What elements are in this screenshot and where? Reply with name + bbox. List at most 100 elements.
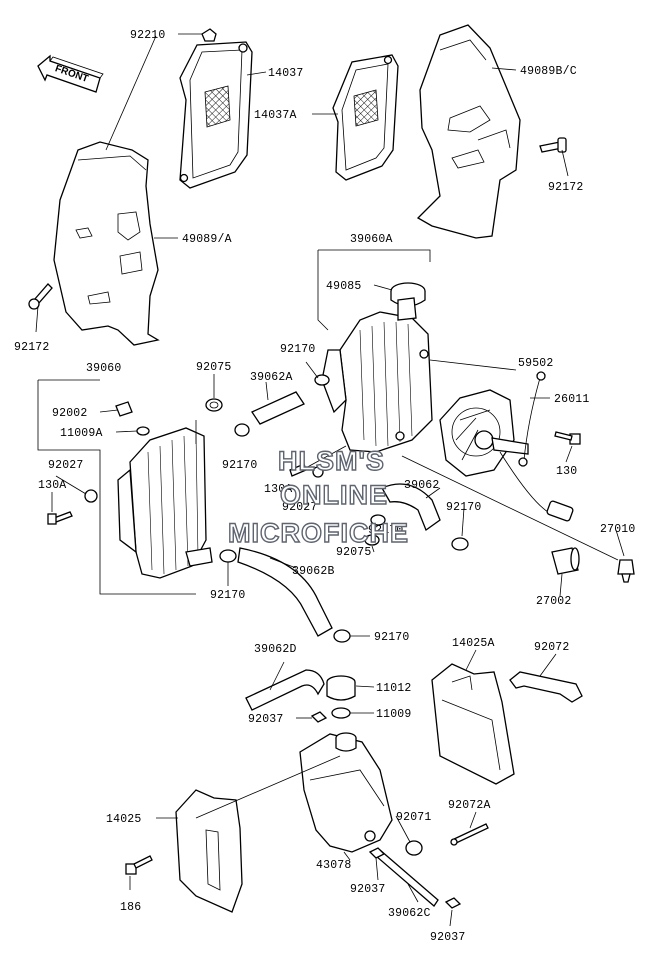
hose-39062D — [245, 669, 325, 711]
hose-39062A — [251, 391, 305, 425]
collar-92027-a — [84, 489, 98, 503]
watermark-line2: ONLINE — [280, 480, 388, 510]
label-39062B[interactable]: 39062B — [292, 565, 335, 578]
cooling-fan-59502 — [439, 389, 574, 522]
radiator-guard-49089BC — [416, 24, 521, 239]
reservoir-cover-14025 — [175, 789, 243, 913]
radiator-39060A — [321, 297, 433, 453]
label-39062[interactable]: 39062 — [404, 479, 440, 492]
label-14037A[interactable]: 14037A — [254, 109, 297, 122]
screw-92172-upper — [539, 137, 567, 153]
label-92037-b[interactable]: 92037 — [350, 883, 386, 896]
label-39062A[interactable]: 39062A — [250, 371, 293, 384]
label-92027-a[interactable]: 92027 — [48, 459, 84, 472]
radiator-shroud-14037A — [332, 54, 399, 181]
label-11009A[interactable]: 11009A — [60, 427, 103, 440]
label-49089A[interactable]: 49089/A — [182, 233, 232, 246]
grommet-92075-b — [364, 534, 380, 546]
label-92170-e[interactable]: 92170 — [210, 589, 246, 602]
strap-92072A — [450, 823, 489, 846]
label-92170-d[interactable]: 92170 — [368, 524, 404, 537]
label-39060A[interactable]: 39060A — [350, 233, 393, 246]
label-92027-b[interactable]: 92027 — [282, 501, 318, 514]
hose-clamp-92170-c — [451, 537, 469, 551]
label-92071[interactable]: 92071 — [396, 811, 432, 824]
hose-39062 — [381, 483, 441, 532]
radiator-39060 — [117, 427, 213, 579]
clip-92037-a — [310, 711, 328, 723]
label-27002[interactable]: 27002 — [536, 595, 572, 608]
label-92172-upper[interactable]: 92172 — [548, 181, 584, 194]
watermark: HLSM'S ONLINE MICROFICHE — [227, 445, 409, 548]
watermark-line1: HLSM'S — [278, 446, 385, 476]
label-92170-f[interactable]: 92170 — [374, 631, 410, 644]
label-92075-a[interactable]: 92075 — [196, 361, 232, 374]
leader-lines — [35, 33, 625, 927]
grommet-92071 — [405, 840, 423, 856]
watermark-line3: MICROFICHE — [228, 518, 409, 548]
label-130A-a[interactable]: 130A — [38, 479, 66, 492]
collar-92027-b — [312, 466, 324, 478]
group-bracket-39060A-side — [317, 250, 329, 331]
clip-92037-c — [444, 897, 462, 909]
reservoir-cover-14025A — [431, 663, 515, 785]
clip-92037-b — [368, 847, 386, 859]
label-27010[interactable]: 27010 — [600, 523, 636, 536]
bolt-130A-a — [47, 511, 73, 525]
label-59502[interactable]: 59502 — [518, 357, 554, 370]
drain-plug-92002 — [115, 401, 133, 417]
label-11012[interactable]: 11012 — [376, 682, 412, 695]
reserve-tank-43078 — [299, 732, 393, 853]
label-130A-b[interactable]: 130A — [264, 483, 292, 496]
label-92037-c[interactable]: 92037 — [430, 931, 466, 944]
hose-clamp-92170-a — [314, 374, 330, 386]
label-92170-a[interactable]: 92170 — [280, 343, 316, 356]
clip-92210 — [201, 28, 217, 42]
group-bracket-39060A — [318, 249, 431, 262]
label-14025[interactable]: 14025 — [106, 813, 142, 826]
label-49089BC[interactable]: 49089B/C — [520, 65, 577, 78]
group-bracket-39060 — [37, 380, 196, 595]
hose-clamp-92170-e — [219, 549, 237, 563]
label-26011[interactable]: 26011 — [554, 393, 590, 406]
label-92170-c[interactable]: 92170 — [446, 501, 482, 514]
bolt-130 — [554, 431, 581, 445]
label-92210[interactable]: 92210 — [130, 29, 166, 42]
label-92170-b[interactable]: 92170 — [222, 459, 258, 472]
label-11009[interactable]: 11009 — [376, 708, 412, 721]
bracket-92072 — [509, 671, 583, 703]
label-92002[interactable]: 92002 — [52, 407, 88, 420]
grommet-92075-a — [205, 398, 223, 412]
gasket-11009 — [331, 707, 351, 719]
screw-92172-lower — [28, 283, 53, 310]
reservoir-cap-11012 — [326, 675, 356, 701]
label-92172-lower[interactable]: 92172 — [14, 341, 50, 354]
label-130[interactable]: 130 — [556, 465, 577, 478]
radiator-shroud-14037 — [179, 41, 253, 189]
label-92072[interactable]: 92072 — [534, 641, 570, 654]
label-92072A[interactable]: 92072A — [448, 799, 491, 812]
front-direction-arrow-icon: FRONT — [37, 54, 104, 93]
hose-clamp-92170-b — [234, 423, 250, 437]
label-186[interactable]: 186 — [120, 901, 141, 914]
tube-39062C — [375, 849, 439, 907]
label-92037-a[interactable]: 92037 — [248, 713, 284, 726]
washer-11009A — [136, 426, 150, 436]
fitting-27002 — [551, 547, 580, 575]
hose-clamp-92170-f — [333, 629, 351, 643]
hose-39062B — [237, 547, 333, 637]
label-92075-b[interactable]: 92075 — [336, 546, 372, 559]
label-39060[interactable]: 39060 — [86, 362, 122, 375]
label-39062D[interactable]: 39062D — [254, 643, 297, 656]
label-14037[interactable]: 14037 — [268, 67, 304, 80]
bolt-130A-b — [289, 463, 307, 477]
wire-26011 — [518, 371, 546, 467]
bolt-186 — [125, 855, 153, 875]
part-number-labels: 92210 14037 14037A 49089B/C 92172 49089/… — [14, 29, 636, 944]
label-14025A[interactable]: 14025A — [452, 637, 495, 650]
label-49085[interactable]: 49085 — [326, 280, 362, 293]
label-39062C[interactable]: 39062C — [388, 907, 431, 920]
label-43078[interactable]: 43078 — [316, 859, 352, 872]
